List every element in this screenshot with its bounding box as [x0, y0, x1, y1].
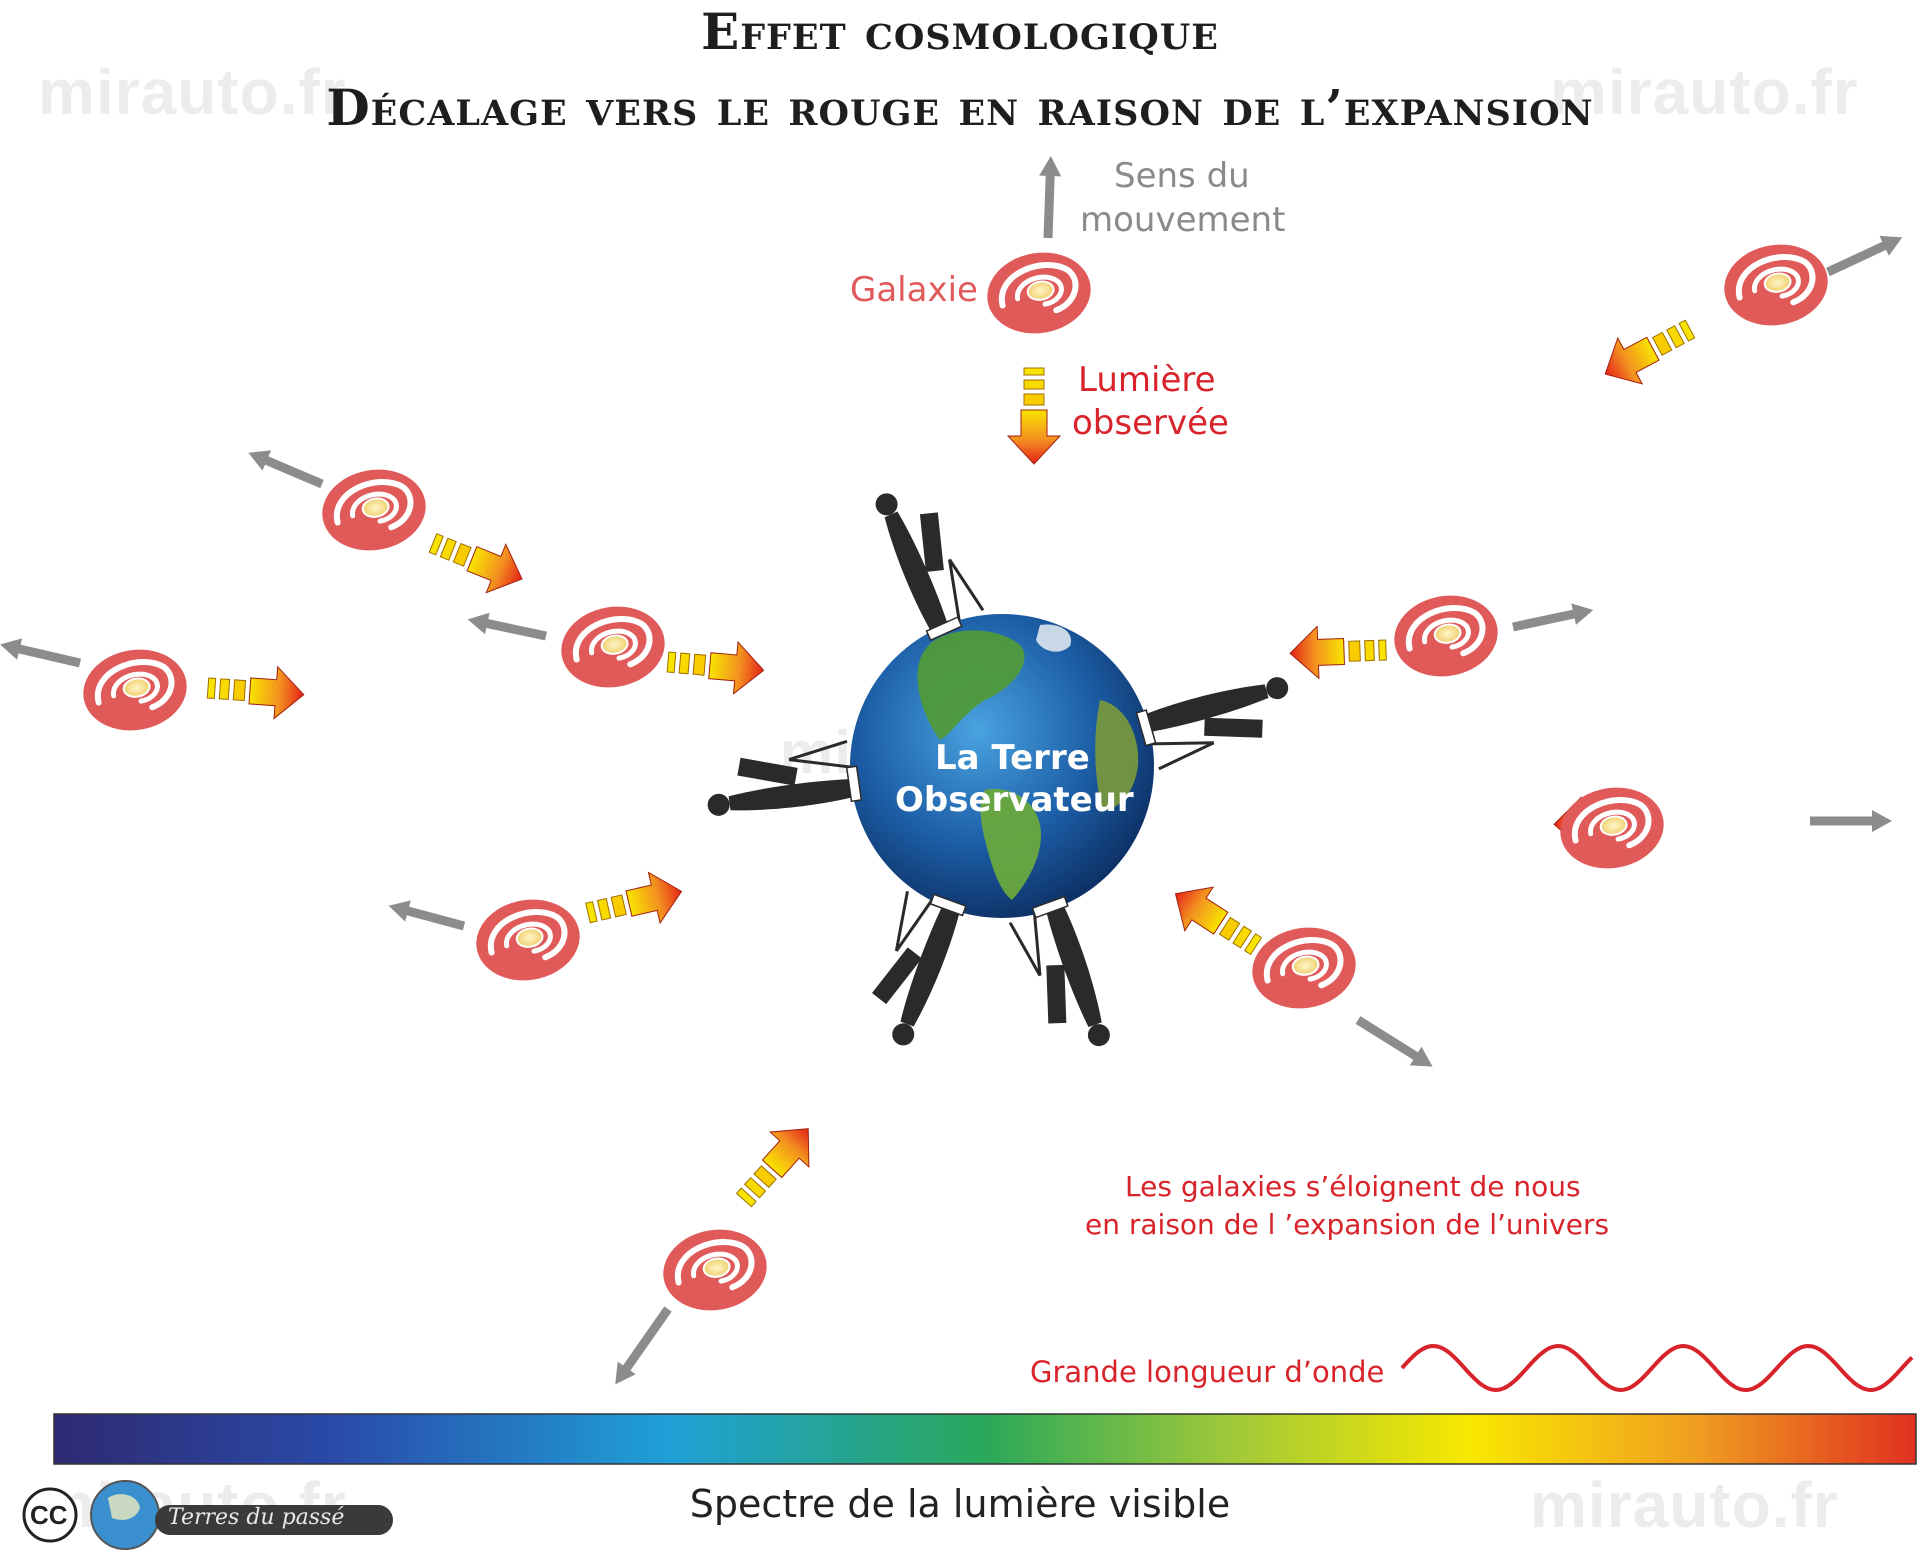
watermark-bottom-right: mirauto.fr	[1530, 1469, 1839, 1541]
observer-2	[1135, 677, 1289, 771]
earth-continent-africa	[1095, 700, 1139, 811]
long-wavelength-wave	[1400, 1343, 1914, 1393]
galaxy-4	[561, 606, 665, 688]
earth-greenland	[1036, 624, 1071, 652]
credit-banner	[155, 1505, 393, 1535]
motion-arrow-4	[467, 612, 547, 641]
light-arrows	[206, 319, 1696, 1208]
watermark-top-right: mirauto.fr	[1550, 56, 1859, 128]
light-arrow-4	[666, 640, 765, 695]
galaxy-2	[1724, 244, 1828, 326]
observer-3	[707, 739, 863, 816]
galaxy-7	[1560, 787, 1664, 869]
light-arrow-2	[1604, 319, 1696, 385]
galaxy-10	[663, 1229, 767, 1311]
galaxy-3	[322, 469, 426, 551]
earth-label-line-2: Observateur	[895, 780, 1134, 820]
motion-label-line-1: Sens du	[1114, 156, 1250, 196]
motion-arrow-9	[1355, 1016, 1433, 1067]
explanation-line-2: en raison de l ’expansion de l’univers	[1085, 1208, 1610, 1241]
earth	[850, 614, 1154, 918]
watermark-top-left: mirauto.fr	[38, 56, 347, 128]
light-arrow-9	[1174, 886, 1263, 956]
motion-arrow-8	[388, 900, 466, 931]
galaxy-label: Galaxie	[850, 270, 978, 310]
observer-5	[1008, 895, 1110, 1047]
galaxy-5	[83, 649, 187, 731]
motion-arrow-6	[1512, 603, 1594, 632]
observed-light-line-1: Lumière	[1078, 360, 1216, 400]
long-wavelength-label: Grande longueur d’onde	[1030, 1355, 1385, 1389]
observer-1	[875, 493, 985, 642]
motion-arrow-5	[0, 638, 82, 668]
wave-path	[1400, 1343, 1914, 1393]
light-arrow-3	[428, 533, 523, 594]
earth-continent-south-america	[980, 789, 1041, 900]
credit-source: Terres du passé	[168, 1505, 345, 1530]
galaxy-8	[476, 899, 580, 981]
motion-arrow-3	[248, 450, 324, 489]
explanation-line-1: Les galaxies s’éloignent de nous	[1125, 1170, 1581, 1203]
galaxy-6	[1394, 595, 1498, 677]
visible-spectrum-bar	[53, 1413, 1917, 1465]
motion-arrow-1	[1039, 156, 1062, 239]
galaxy-1	[987, 252, 1091, 334]
spectrum-caption: Spectre de la lumière visible	[689, 1482, 1231, 1526]
galaxy-9	[1252, 927, 1356, 1009]
earth-continent-north-america	[917, 630, 1025, 740]
title-line-2: Décalage vers le rouge en raison de l’ex…	[326, 78, 1594, 137]
motion-label-line-2: mouvement	[1080, 200, 1286, 240]
observed-light-line-2: observée	[1072, 403, 1229, 443]
motion-arrow-10	[615, 1306, 672, 1385]
light-arrow-6	[1289, 625, 1387, 680]
light-arrow-10	[735, 1128, 810, 1208]
observer-4	[871, 890, 967, 1046]
earth-label-line-1: La Terre	[935, 738, 1090, 778]
motion-arrow-7	[1810, 810, 1892, 832]
title-line-1: Effet cosmologique	[701, 2, 1219, 61]
galaxies	[83, 244, 1828, 1311]
motion-arrow-2	[1826, 235, 1903, 277]
light-arrow-1	[1006, 367, 1062, 465]
motion-arrows	[0, 156, 1903, 1385]
cc-text: CC	[30, 1500, 68, 1530]
light-arrow-8	[585, 871, 683, 925]
light-arrow-5	[206, 665, 305, 720]
observers	[707, 493, 1289, 1047]
cc-logo	[22, 1480, 393, 1550]
